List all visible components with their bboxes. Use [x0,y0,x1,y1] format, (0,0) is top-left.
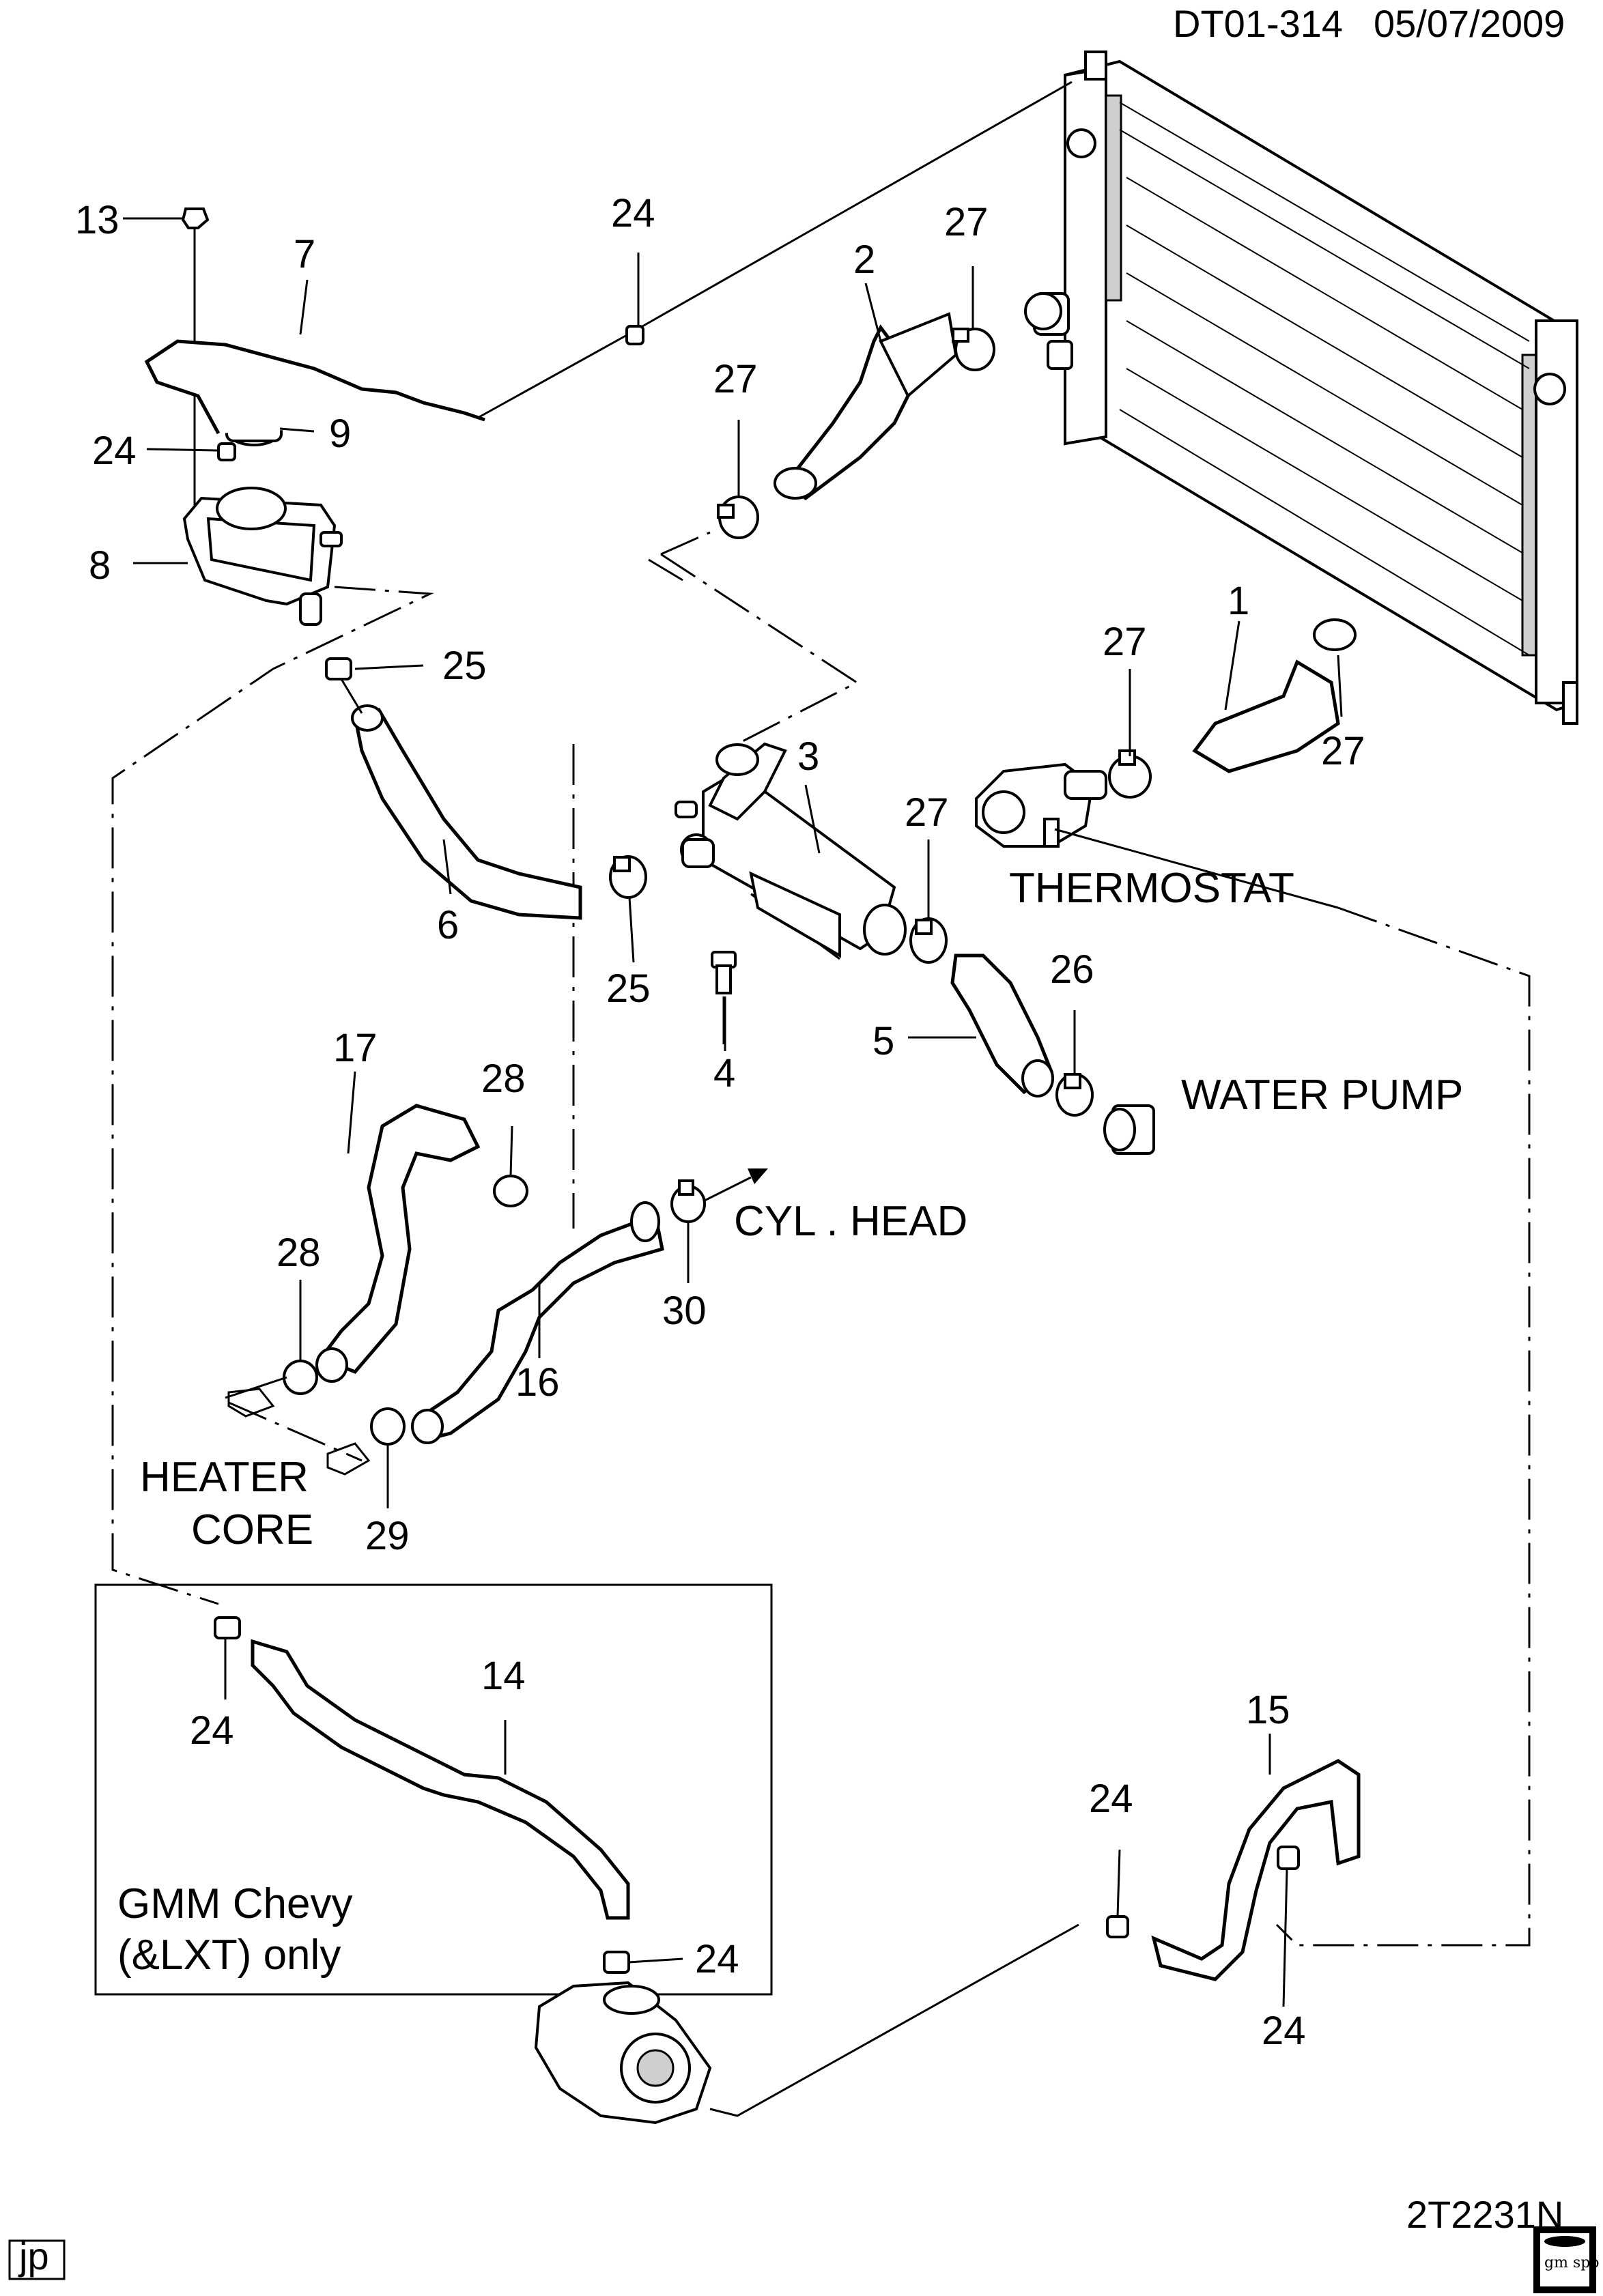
logo-text: gm spo [1544,2254,1600,2271]
doc-date: 05/07/2009 [1374,2,1565,45]
throttle-body [534,1981,712,2125]
callout-27-b: 27 [713,357,758,401]
hose-14 [251,1639,630,1920]
callout-24-top: 24 [611,191,655,235]
water-pump-inlet [1103,1104,1155,1155]
callout-5: 5 [873,1019,894,1063]
callout-25-b: 25 [606,966,651,1011]
bolt-13 [181,207,210,229]
thermostat-housing [975,762,1107,848]
hose-6 [351,704,582,920]
callout-24-gmm-bottom: 24 [695,1937,739,1981]
heater-core-label-2: CORE [191,1506,313,1553]
callout-14: 14 [481,1654,526,1698]
callout-6: 6 [437,903,459,947]
callout-1: 1 [1228,579,1249,623]
lower-hose-1 [1192,618,1357,773]
gmm-option-box [94,1583,773,1996]
callout-16: 16 [515,1360,560,1405]
callout-3: 3 [797,734,819,779]
clip-24-gmm-bottom [603,1951,630,1974]
clip-24-top [625,325,644,345]
coolant-reservoir [182,487,343,626]
clamp-25-b [609,855,647,899]
heater-core-stub-1 [227,1388,275,1418]
callout-30: 30 [662,1289,707,1333]
doc-code: DT01-314 [1173,2,1343,45]
clip-25-top [325,657,352,680]
clamp-27-c [1108,749,1152,799]
radiator-inlet [1024,292,1062,330]
callout-24-hose15-b: 24 [1262,2009,1306,2053]
callout-27-d: 27 [905,790,949,835]
upper-hose-2 [774,312,958,501]
callout-4: 4 [713,1051,735,1095]
callout-29: 29 [365,1514,410,1558]
callout-27-c: 27 [1103,620,1147,664]
overflow-hose-7 [144,339,485,435]
clamp-26 [1055,1073,1094,1117]
clamp-27-d [909,917,948,964]
lang-badge-box [8,2239,66,2280]
cyl-head-label: CYL . HEAD [734,1198,967,1245]
callout-24-hose15-a: 24 [1089,1777,1133,1821]
callout-7: 7 [294,232,315,276]
callout-17: 17 [333,1026,378,1070]
bolt-4 [711,951,737,994]
clamp-28-lower [283,1360,318,1395]
callout-27-a: 27 [944,200,989,244]
thermostat-label: THERMOSTAT [1009,865,1294,912]
gm-spo-logo: gm spo [1533,2226,1600,2293]
cyl-head-arrow [748,1168,768,1184]
lang-badge: jp [18,2235,49,2278]
callout-13: 13 [75,198,119,242]
heater-core-stub-2 [326,1442,371,1476]
clip-24-hose15-b [1277,1846,1300,1870]
clip-24-hose15-a [1106,1915,1129,1938]
callout-2: 2 [853,238,875,282]
radiator [1033,51,1578,725]
clamp-27-b [717,496,759,539]
water-pump-label: WATER PUMP [1181,1072,1463,1119]
clip-24-gmm-top [214,1616,241,1639]
callout-25-top: 25 [442,644,487,688]
callout-26: 26 [1050,947,1094,992]
gmm-label-2: (&LXT) only [117,1932,341,1979]
clamp-28-upper [493,1175,528,1207]
callout-27-e: 27 [1321,729,1365,773]
gmm-label-1: GMM Chevy [117,1880,352,1927]
clamp-29 [370,1407,406,1446]
heater-hose-17 [315,1104,481,1383]
hose-5 [950,953,1054,1097]
callout-24-gmm-top: 24 [190,1708,234,1753]
clamp-27-a [952,328,995,371]
hose-15 [1151,1759,1361,1981]
callout-28-lower: 28 [276,1231,321,1275]
heater-hose-16 [411,1201,664,1444]
callout-15: 15 [1246,1688,1290,1732]
callout-8: 8 [89,543,111,588]
clamp-30 [670,1179,706,1223]
heater-core-label-1: HEATER [140,1454,309,1501]
callout-28-upper: 28 [481,1057,526,1101]
callout-9: 9 [329,412,351,456]
clip-24-reservoir [217,442,236,461]
callout-24-reservoir: 24 [92,429,137,473]
